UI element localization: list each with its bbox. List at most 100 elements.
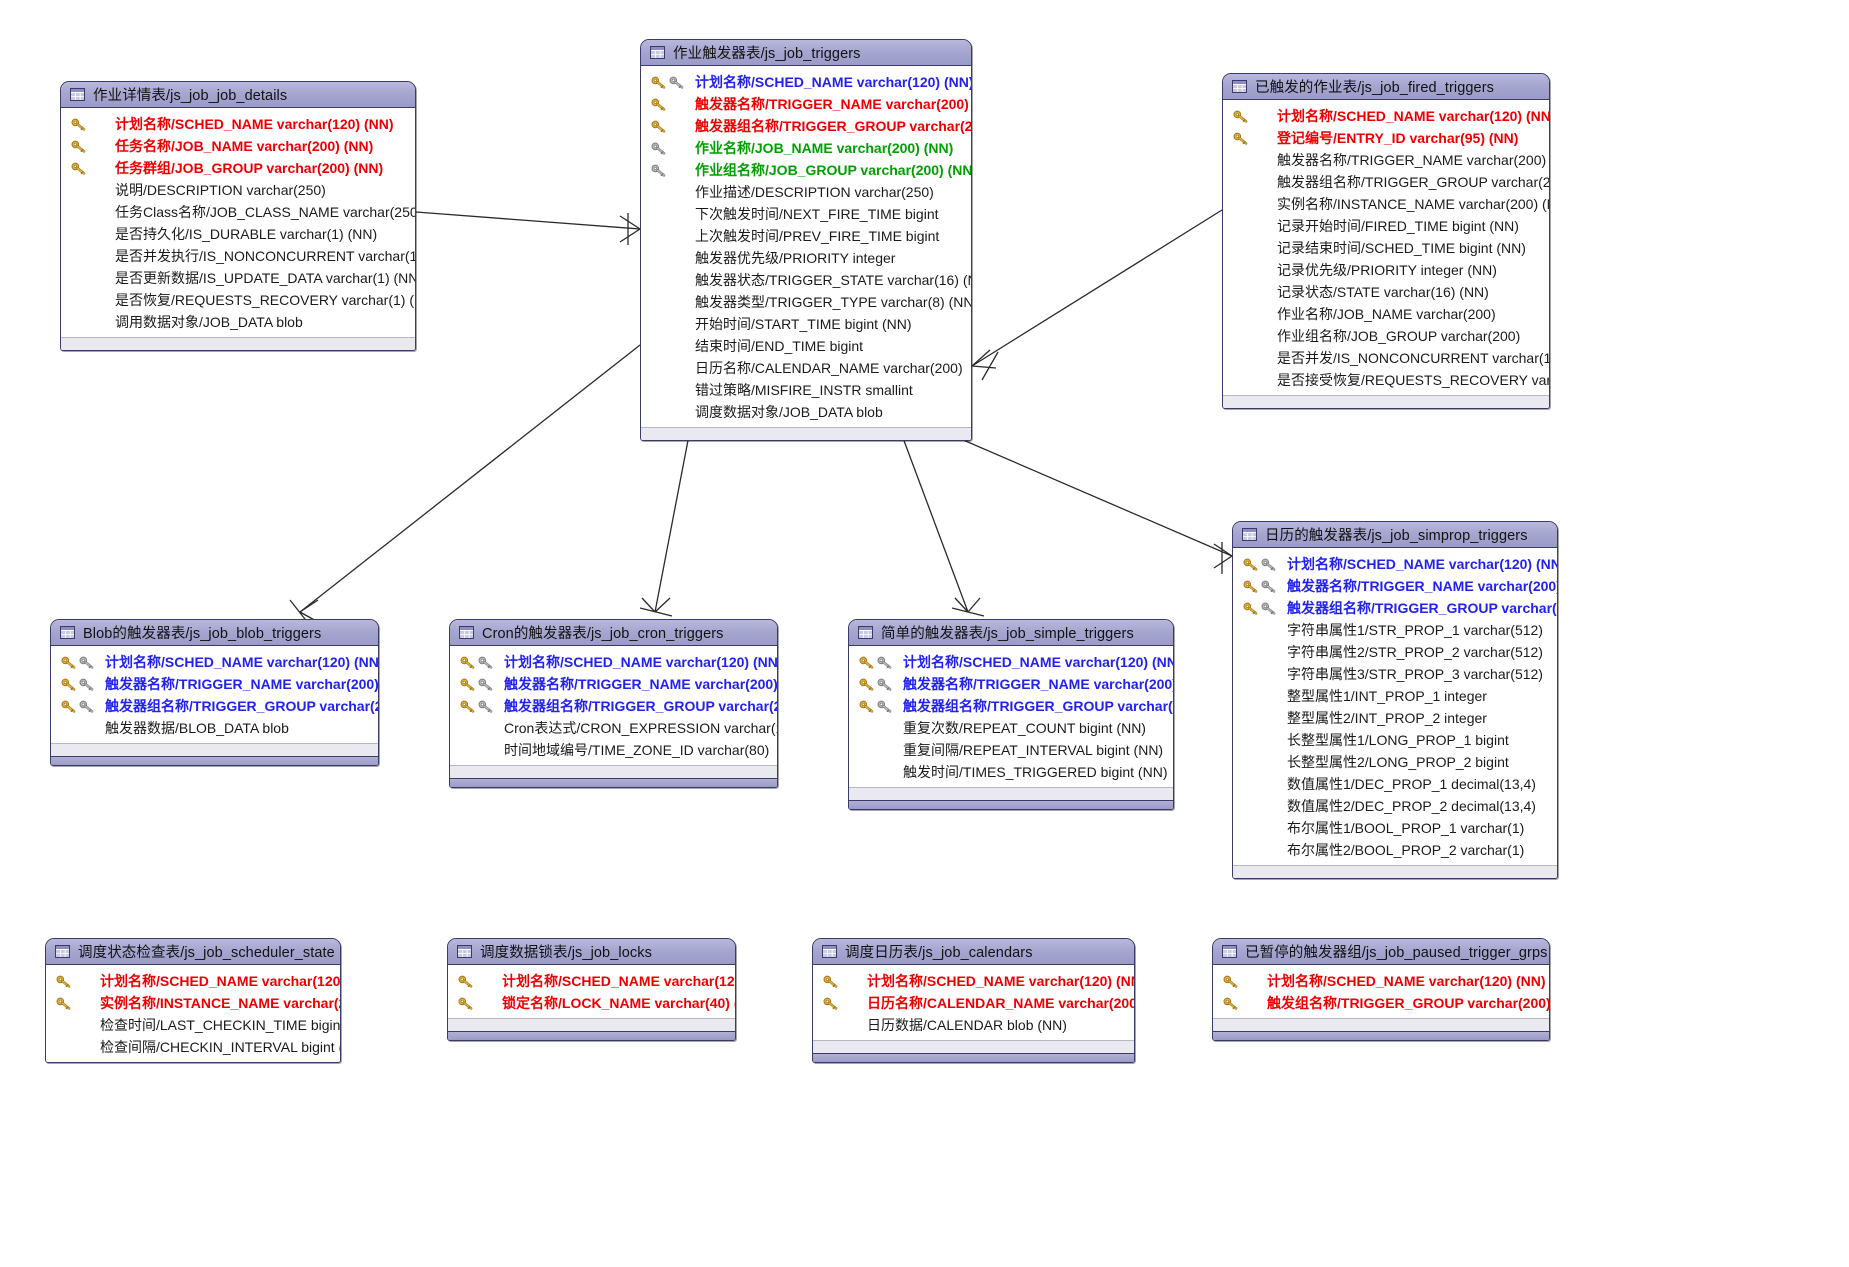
entity-column-row[interactable]: 日历数据/CALENDAR blob (NN) — [813, 1014, 1134, 1036]
entity-column-row[interactable]: 日历名称/CALENDAR_NAME varchar(200) — [641, 357, 971, 379]
entity-column-row[interactable]: 触发器名称/TRIGGER_NAME varchar(200) (NN) — [1223, 149, 1549, 171]
entity-column-row[interactable]: 触发组名称/TRIGGER_GROUP varchar(200) (NN) — [1213, 992, 1549, 1014]
entity-column-row[interactable]: 是否并发执行/IS_NONCONCURRENT varchar(1) (NN) — [61, 245, 415, 267]
entity-column-row[interactable]: 计划名称/SCHED_NAME varchar(120) (NN) — [46, 970, 340, 992]
entity-column-row[interactable]: 触发器组名称/TRIGGER_GROUP varchar(200) (NN) — [849, 695, 1173, 717]
entity-column-row[interactable]: 任务Class名称/JOB_CLASS_NAME varchar(250) (N… — [61, 201, 415, 223]
entity-column-row[interactable]: 计划名称/SCHED_NAME varchar(120) (NN) — [641, 71, 971, 93]
entity-column-row[interactable]: 作业名称/JOB_NAME varchar(200) — [1223, 303, 1549, 325]
entity-table-header-calendars[interactable]: 调度日历表/js_job_calendars — [813, 939, 1134, 965]
entity-column-row[interactable]: 是否并发/IS_NONCONCURRENT varchar(1) — [1223, 347, 1549, 369]
entity-table-header-simple_triggers[interactable]: 简单的触发器表/js_job_simple_triggers — [849, 620, 1173, 646]
entity-column-row[interactable]: 整型属性1/INT_PROP_1 integer — [1233, 685, 1557, 707]
entity-column-row[interactable]: 字符串属性2/STR_PROP_2 varchar(512) — [1233, 641, 1557, 663]
entity-column-row[interactable]: 触发器优先级/PRIORITY integer — [641, 247, 971, 269]
entity-column-row[interactable]: 触发器组名称/TRIGGER_GROUP varchar(200) (NN) — [51, 695, 378, 717]
entity-column-row[interactable]: 重复间隔/REPEAT_INTERVAL bigint (NN) — [849, 739, 1173, 761]
entity-table-calendars[interactable]: 调度日历表/js_job_calendars 计划名称/SCHED_NAME va… — [812, 938, 1135, 1063]
entity-table-header-simprop_triggers[interactable]: 日历的触发器表/js_job_simprop_triggers — [1233, 522, 1557, 548]
entity-column-row[interactable]: 触发时间/TIMES_TRIGGERED bigint (NN) — [849, 761, 1173, 783]
entity-column-row[interactable]: 字符串属性1/STR_PROP_1 varchar(512) — [1233, 619, 1557, 641]
entity-column-row[interactable]: 日历名称/CALENDAR_NAME varchar(200) (NN) — [813, 992, 1134, 1014]
entity-column-row[interactable]: 计划名称/SCHED_NAME varchar(120) (NN) — [1223, 105, 1549, 127]
entity-column-row[interactable]: 说明/DESCRIPTION varchar(250) — [61, 179, 415, 201]
entity-column-row[interactable]: 计划名称/SCHED_NAME varchar(120) (NN) — [448, 970, 735, 992]
entity-column-row[interactable]: 触发器名称/TRIGGER_NAME varchar(200) (NN) — [641, 93, 971, 115]
entity-column-row[interactable]: 实例名称/INSTANCE_NAME varchar(200) (NN) — [46, 992, 340, 1014]
entity-column-row[interactable]: 数值属性1/DEC_PROP_1 decimal(13,4) — [1233, 773, 1557, 795]
entity-column-row[interactable]: 触发器类型/TRIGGER_TYPE varchar(8) (NN) — [641, 291, 971, 313]
entity-column-row[interactable]: 开始时间/START_TIME bigint (NN) — [641, 313, 971, 335]
entity-column-row[interactable]: 检查时间/LAST_CHECKIN_TIME bigint (NN) — [46, 1014, 340, 1036]
entity-column-row[interactable]: 下次触发时间/NEXT_FIRE_TIME bigint — [641, 203, 971, 225]
entity-column-row[interactable]: 时间地域编号/TIME_ZONE_ID varchar(80) — [450, 739, 777, 761]
entity-table-header-job_details[interactable]: 作业详情表/js_job_job_details — [61, 82, 415, 108]
entity-column-row[interactable]: 长整型属性1/LONG_PROP_1 bigint — [1233, 729, 1557, 751]
entity-column-row[interactable]: 登记编号/ENTRY_ID varchar(95) (NN) — [1223, 127, 1549, 149]
entity-table-simple_triggers[interactable]: 简单的触发器表/js_job_simple_triggers 计划名称/SCHED… — [848, 619, 1174, 810]
entity-column-row[interactable]: 作业描述/DESCRIPTION varchar(250) — [641, 181, 971, 203]
entity-column-row[interactable]: 计划名称/SCHED_NAME varchar(120) (NN) — [1233, 553, 1557, 575]
entity-table-header-fired_triggers[interactable]: 已触发的作业表/js_job_fired_triggers — [1223, 74, 1549, 100]
entity-table-cron_triggers[interactable]: Cron的触发器表/js_job_cron_triggers 计划名称/SCHED… — [449, 619, 778, 788]
entity-column-row[interactable]: 计划名称/SCHED_NAME varchar(120) (NN) — [51, 651, 378, 673]
entity-column-row[interactable]: 数值属性2/DEC_PROP_2 decimal(13,4) — [1233, 795, 1557, 817]
entity-table-blob_triggers[interactable]: Blob的触发器表/js_job_blob_triggers 计划名称/SCHED… — [50, 619, 379, 766]
entity-column-row[interactable]: 记录结束时间/SCHED_TIME bigint (NN) — [1223, 237, 1549, 259]
entity-table-header-cron_triggers[interactable]: Cron的触发器表/js_job_cron_triggers — [450, 620, 777, 646]
entity-column-row[interactable]: 触发器数据/BLOB_DATA blob — [51, 717, 378, 739]
entity-column-row[interactable]: 调度数据对象/JOB_DATA blob — [641, 401, 971, 423]
entity-column-row[interactable]: 记录优先级/PRIORITY integer (NN) — [1223, 259, 1549, 281]
entity-column-row[interactable]: 是否恢复/REQUESTS_RECOVERY varchar(1) (NN) — [61, 289, 415, 311]
entity-column-row[interactable]: 计划名称/SCHED_NAME varchar(120) (NN) — [61, 113, 415, 135]
entity-table-header-scheduler_state[interactable]: 调度状态检查表/js_job_scheduler_state — [46, 939, 340, 965]
entity-column-row[interactable]: 触发器状态/TRIGGER_STATE varchar(16) (NN) — [641, 269, 971, 291]
entity-column-row[interactable]: 任务名称/JOB_NAME varchar(200) (NN) — [61, 135, 415, 157]
entity-column-row[interactable]: 触发器名称/TRIGGER_NAME varchar(200) (NN) — [849, 673, 1173, 695]
entity-column-row[interactable]: 触发器组名称/TRIGGER_GROUP varchar(200) (NN) — [450, 695, 777, 717]
entity-table-job_details[interactable]: 作业详情表/js_job_job_details 计划名称/SCHED_NAME … — [60, 81, 416, 351]
entity-table-fired_triggers[interactable]: 已触发的作业表/js_job_fired_triggers 计划名称/SCHED_… — [1222, 73, 1550, 409]
entity-column-row[interactable]: 布尔属性1/BOOL_PROP_1 varchar(1) — [1233, 817, 1557, 839]
entity-column-row[interactable]: 调用数据对象/JOB_DATA blob — [61, 311, 415, 333]
entity-column-row[interactable]: 是否接受恢复/REQUESTS_RECOVERY varchar(1) — [1223, 369, 1549, 391]
entity-column-row[interactable]: 实例名称/INSTANCE_NAME varchar(200) (NN) — [1223, 193, 1549, 215]
entity-column-row[interactable]: 触发器组名称/TRIGGER_GROUP varchar(200) (NN) — [1223, 171, 1549, 193]
entity-column-row[interactable]: 是否持久化/IS_DURABLE varchar(1) (NN) — [61, 223, 415, 245]
entity-column-row[interactable]: 作业组名称/JOB_GROUP varchar(200) — [1223, 325, 1549, 347]
entity-table-simprop_triggers[interactable]: 日历的触发器表/js_job_simprop_triggers 计划名称/SCHE… — [1232, 521, 1558, 879]
entity-column-row[interactable]: Cron表达式/CRON_EXPRESSION varchar(120) (NN… — [450, 717, 777, 739]
entity-column-row[interactable]: 记录开始时间/FIRED_TIME bigint (NN) — [1223, 215, 1549, 237]
entity-column-row[interactable]: 结束时间/END_TIME bigint — [641, 335, 971, 357]
entity-table-locks[interactable]: 调度数据锁表/js_job_locks 计划名称/SCHED_NAME varch… — [447, 938, 736, 1041]
entity-column-row[interactable]: 计划名称/SCHED_NAME varchar(120) (NN) — [813, 970, 1134, 992]
entity-column-row[interactable]: 计划名称/SCHED_NAME varchar(120) (NN) — [849, 651, 1173, 673]
entity-column-row[interactable]: 计划名称/SCHED_NAME varchar(120) (NN) — [450, 651, 777, 673]
entity-column-row[interactable]: 作业组名称/JOB_GROUP varchar(200) (NN) — [641, 159, 971, 181]
entity-column-row[interactable]: 触发器组名称/TRIGGER_GROUP varchar(200) (NN) — [1233, 597, 1557, 619]
entity-table-header-triggers[interactable]: 作业触发器表/js_job_triggers — [641, 40, 971, 66]
entity-column-row[interactable]: 字符串属性3/STR_PROP_3 varchar(512) — [1233, 663, 1557, 685]
entity-table-scheduler_state[interactable]: 调度状态检查表/js_job_scheduler_state 计划名称/SCHED… — [45, 938, 341, 1063]
entity-column-row[interactable]: 作业名称/JOB_NAME varchar(200) (NN) — [641, 137, 971, 159]
entity-table-header-blob_triggers[interactable]: Blob的触发器表/js_job_blob_triggers — [51, 620, 378, 646]
entity-table-paused_trigger_grps[interactable]: 已暂停的触发器组/js_job_paused_trigger_grps 计划名称/… — [1212, 938, 1550, 1041]
entity-column-row[interactable]: 是否更新数据/IS_UPDATE_DATA varchar(1) (NN) — [61, 267, 415, 289]
entity-column-row[interactable]: 错过策略/MISFIRE_INSTR smallint — [641, 379, 971, 401]
entity-column-row[interactable]: 布尔属性2/BOOL_PROP_2 varchar(1) — [1233, 839, 1557, 861]
entity-column-row[interactable]: 计划名称/SCHED_NAME varchar(120) (NN) — [1213, 970, 1549, 992]
entity-column-row[interactable]: 上次触发时间/PREV_FIRE_TIME bigint — [641, 225, 971, 247]
entity-column-row[interactable]: 检查间隔/CHECKIN_INTERVAL bigint (NN) — [46, 1036, 340, 1058]
entity-column-row[interactable]: 触发器名称/TRIGGER_NAME varchar(200) (NN) — [1233, 575, 1557, 597]
entity-table-header-paused_trigger_grps[interactable]: 已暂停的触发器组/js_job_paused_trigger_grps — [1213, 939, 1549, 965]
entity-table-triggers[interactable]: 作业触发器表/js_job_triggers 计划名称/SCHED_NAME va… — [640, 39, 972, 441]
entity-column-row[interactable]: 触发器名称/TRIGGER_NAME varchar(200) (NN) — [51, 673, 378, 695]
entity-column-row[interactable]: 锁定名称/LOCK_NAME varchar(40) (NN) — [448, 992, 735, 1014]
entity-column-row[interactable]: 任务群组/JOB_GROUP varchar(200) (NN) — [61, 157, 415, 179]
entity-column-row[interactable]: 触发器名称/TRIGGER_NAME varchar(200) (NN) — [450, 673, 777, 695]
entity-column-row[interactable]: 长整型属性2/LONG_PROP_2 bigint — [1233, 751, 1557, 773]
entity-column-row[interactable]: 触发器组名称/TRIGGER_GROUP varchar(200) (NN) — [641, 115, 971, 137]
entity-table-header-locks[interactable]: 调度数据锁表/js_job_locks — [448, 939, 735, 965]
entity-column-row[interactable]: 整型属性2/INT_PROP_2 integer — [1233, 707, 1557, 729]
entity-column-row[interactable]: 重复次数/REPEAT_COUNT bigint (NN) — [849, 717, 1173, 739]
